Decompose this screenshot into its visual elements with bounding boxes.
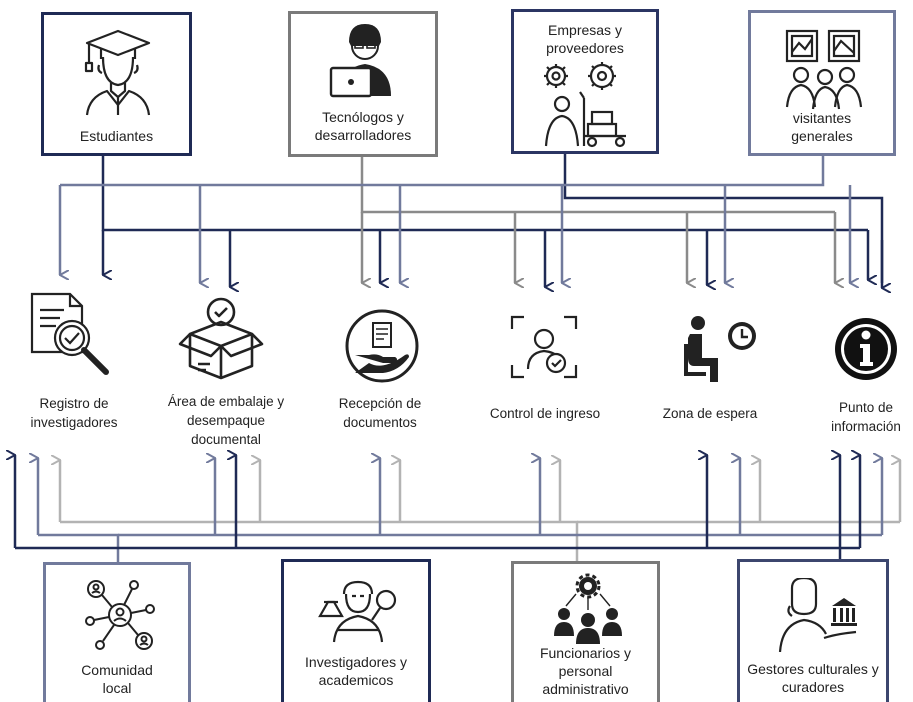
tecnologos-label: Tecnólogos y desarrolladores <box>314 109 412 143</box>
zone-registro-label: Registro de investigadores <box>30 396 118 430</box>
museum-visitors-icon <box>785 29 863 110</box>
gestores-label: Gestores culturales y curadores <box>747 661 879 695</box>
stakeholder-visitantes: visitantes generales <box>748 10 896 156</box>
document-search-icon <box>30 292 109 375</box>
graduate-icon <box>84 29 151 116</box>
face-id-check-icon <box>510 315 578 379</box>
information-icon <box>835 318 897 380</box>
zone-embalaje-label: Área de embalaje y desempaque documental <box>167 394 285 447</box>
stakeholder-estudiantes: Estudiantes <box>41 12 192 156</box>
stakeholder-gestores: Gestores culturales y curadores <box>737 559 889 702</box>
visitantes-connector <box>58 155 850 283</box>
funcionarios-connector <box>60 460 902 562</box>
admin-team-gear-icon <box>554 573 622 644</box>
stakeholder-investigadores: Investigadores y academicos <box>281 559 431 702</box>
empresas-label: Empresas y proveedores <box>546 22 624 56</box>
empresas-connector <box>563 153 882 288</box>
investigadores-connector <box>15 455 862 550</box>
estudiantes-label: Estudiantes <box>79 128 154 144</box>
document-in-hand-icon <box>345 309 419 383</box>
visitantes-label: visitantes generales <box>791 110 853 144</box>
zone-espera-label: Zona de espera <box>662 406 758 421</box>
curator-museum-icon <box>778 578 857 652</box>
zone-recepcion-label: Recepción de documentos <box>338 396 422 430</box>
supplier-gears-icon <box>544 62 626 148</box>
stakeholder-empresas: Empresas y proveedores <box>511 9 659 154</box>
stakeholder-tecnologos: Tecnólogos y desarrolladores <box>288 11 438 157</box>
zone-control-label: Control de ingreso <box>489 406 601 421</box>
funcionarios-label: Funcionarios y personal administrativo <box>539 645 632 697</box>
estudiantes-connector <box>101 155 868 287</box>
zone-informacion-label: Punto de información <box>831 400 901 434</box>
researcher-lab-icon <box>318 580 397 643</box>
developer-laptop-icon <box>329 24 391 98</box>
stakeholder-comunidad: Comunidad local <box>43 562 191 702</box>
waiting-person-clock-icon <box>684 316 756 382</box>
open-box-check-icon <box>178 297 264 380</box>
investigadores-label: Investigadores y academicos <box>305 654 407 688</box>
community-network-icon <box>85 580 155 650</box>
comunidad-connector <box>38 458 884 562</box>
tecnologos-connector <box>360 157 835 283</box>
comunidad-label: Comunidad local <box>81 662 153 696</box>
stakeholder-funcionarios: Funcionarios y personal administrativo <box>511 561 660 702</box>
